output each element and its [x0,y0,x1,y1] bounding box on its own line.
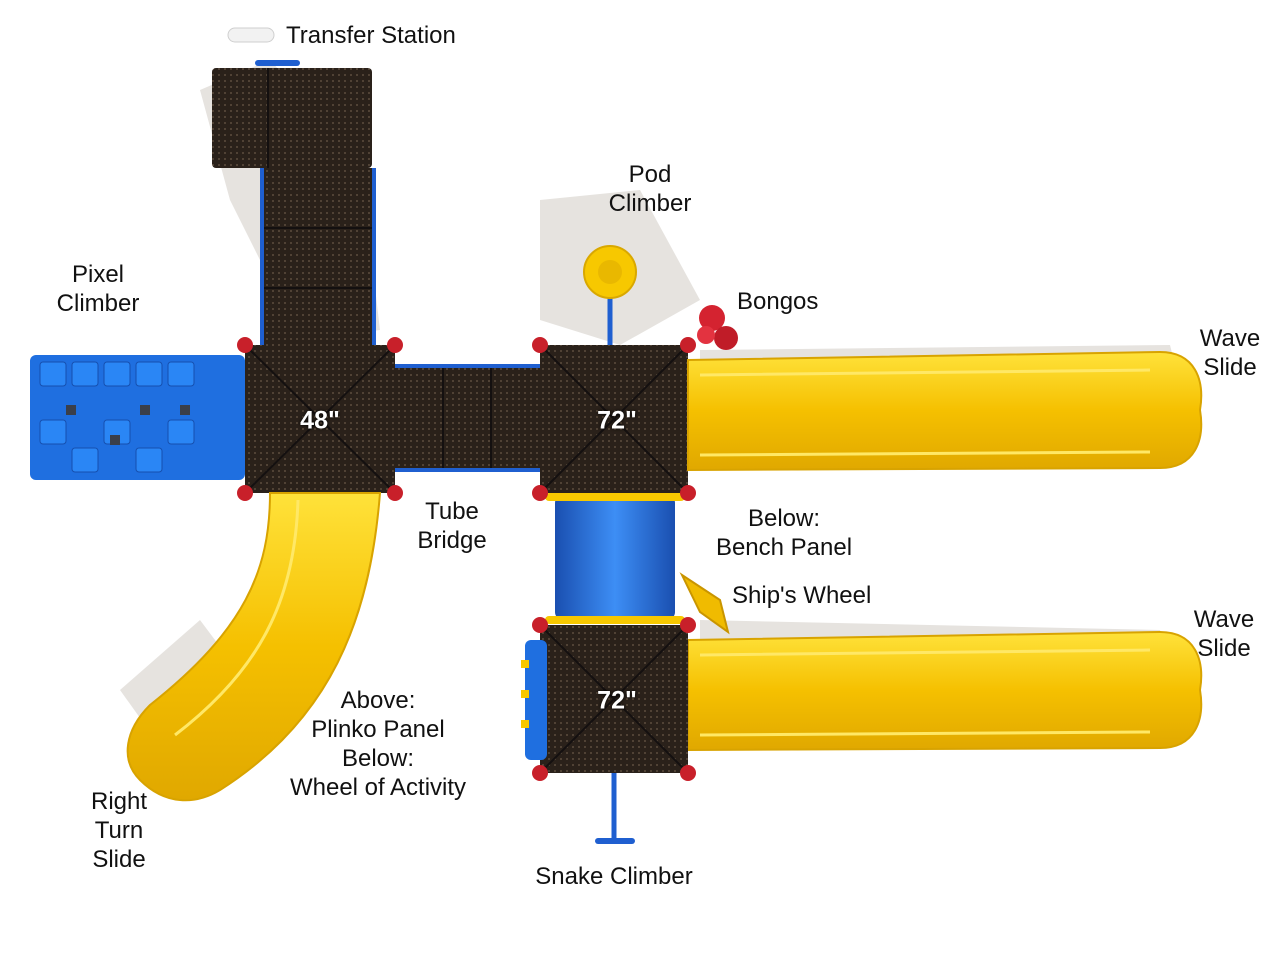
bongos [697,305,738,350]
wave-slide-top [687,350,1203,472]
post-clamps [237,337,696,781]
crawl-tube [545,493,685,624]
label-bongos: Bongos [737,288,819,315]
label-transfer-station: Transfer Station [286,22,456,49]
label-snake-climber: Snake Climber [535,863,693,890]
pixel-climber [30,355,245,480]
deck-height-48: 48" [300,406,340,435]
transfer-station [212,27,372,168]
deck-height-72-upper: 72" [597,406,637,435]
stair-decks [260,168,376,346]
deck-72-upper-cross [539,344,689,494]
side-climber [521,640,547,760]
tube-bridge [395,364,540,472]
right-turn-slide [126,492,382,802]
label-ships-wheel: Ship's Wheel [732,582,872,609]
deck-height-72-lower: 72" [597,686,637,715]
wave-slide-bottom [687,630,1203,752]
deck-48-cross [244,344,396,494]
deck-72-lower-cross [539,624,689,774]
pod-climber [583,245,637,345]
label-bench-panel: Below:Bench Panel [715,505,853,561]
snake-climber [595,773,635,844]
ships-wheel [679,572,730,635]
